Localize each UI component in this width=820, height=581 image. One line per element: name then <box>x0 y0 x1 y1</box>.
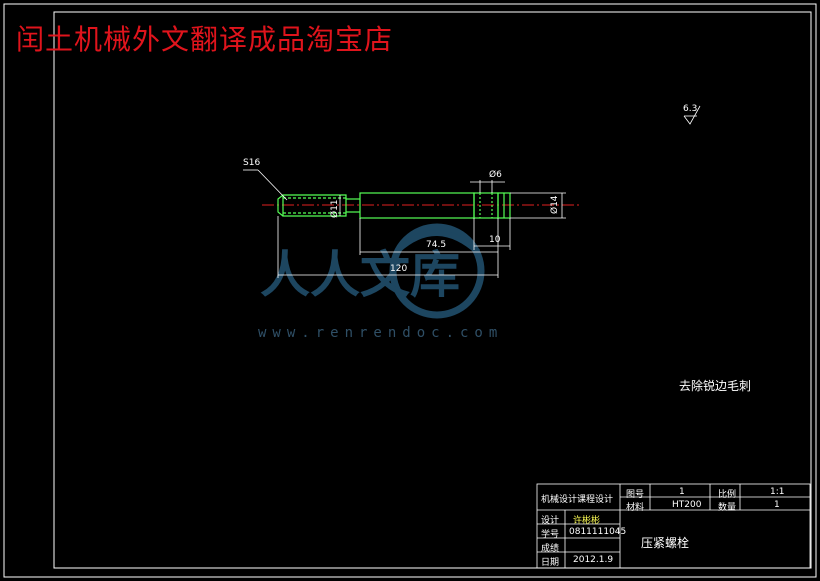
roughness-symbol <box>683 105 701 125</box>
dim-hole-diameter: Ø6 <box>489 170 502 180</box>
tb-material: HT200 <box>672 500 702 510</box>
inner-frame <box>53 11 812 569</box>
dim-length-74-5: 74.5 <box>426 240 447 250</box>
tb-scale: 1:1 <box>770 487 785 497</box>
technical-note: 去除锐边毛刺 <box>679 379 752 393</box>
tb-date: 2012.1.9 <box>573 555 614 565</box>
shop-watermark-title: 闰土机械外文翻译成品淘宝店 <box>16 23 394 56</box>
tb-qty-label: 数量 <box>718 503 737 513</box>
tb-student-id: 0811111045 <box>569 527 627 537</box>
tb-date-label: 日期 <box>541 558 560 568</box>
tb-grade-label: 成绩 <box>541 544 560 554</box>
tb-scale-label: 比例 <box>718 490 737 500</box>
roughness-value: 6.3 <box>683 104 698 114</box>
thread-label: S16 <box>243 158 261 168</box>
tb-drawing-no: 1 <box>679 487 685 497</box>
title-block-grid <box>536 483 811 569</box>
tb-drawing-no-label: 图号 <box>626 490 645 500</box>
watermark-url: www.renrendoc.com <box>258 325 504 341</box>
outer-frame <box>3 3 817 578</box>
dimension-lines <box>243 169 566 278</box>
dim-shaft-diameter: Ø11 <box>330 199 340 218</box>
tb-qty: 1 <box>774 500 780 510</box>
tb-part-name: 压紧螺栓 <box>641 536 690 550</box>
tb-student-id-label: 学号 <box>541 530 560 540</box>
tb-course: 机械设计课程设计 <box>541 495 614 505</box>
tb-material-label: 材料 <box>626 503 645 513</box>
watermark-logo: 人人文库 <box>260 223 485 319</box>
tb-designer-label: 设计 <box>541 516 560 526</box>
dim-head-diameter: Ø14 <box>550 195 560 214</box>
bolt-part <box>277 192 511 219</box>
dim-length-10: 10 <box>489 235 501 245</box>
dim-total-length: 120 <box>390 264 408 274</box>
tb-designer: 许彬彬 <box>573 516 601 526</box>
